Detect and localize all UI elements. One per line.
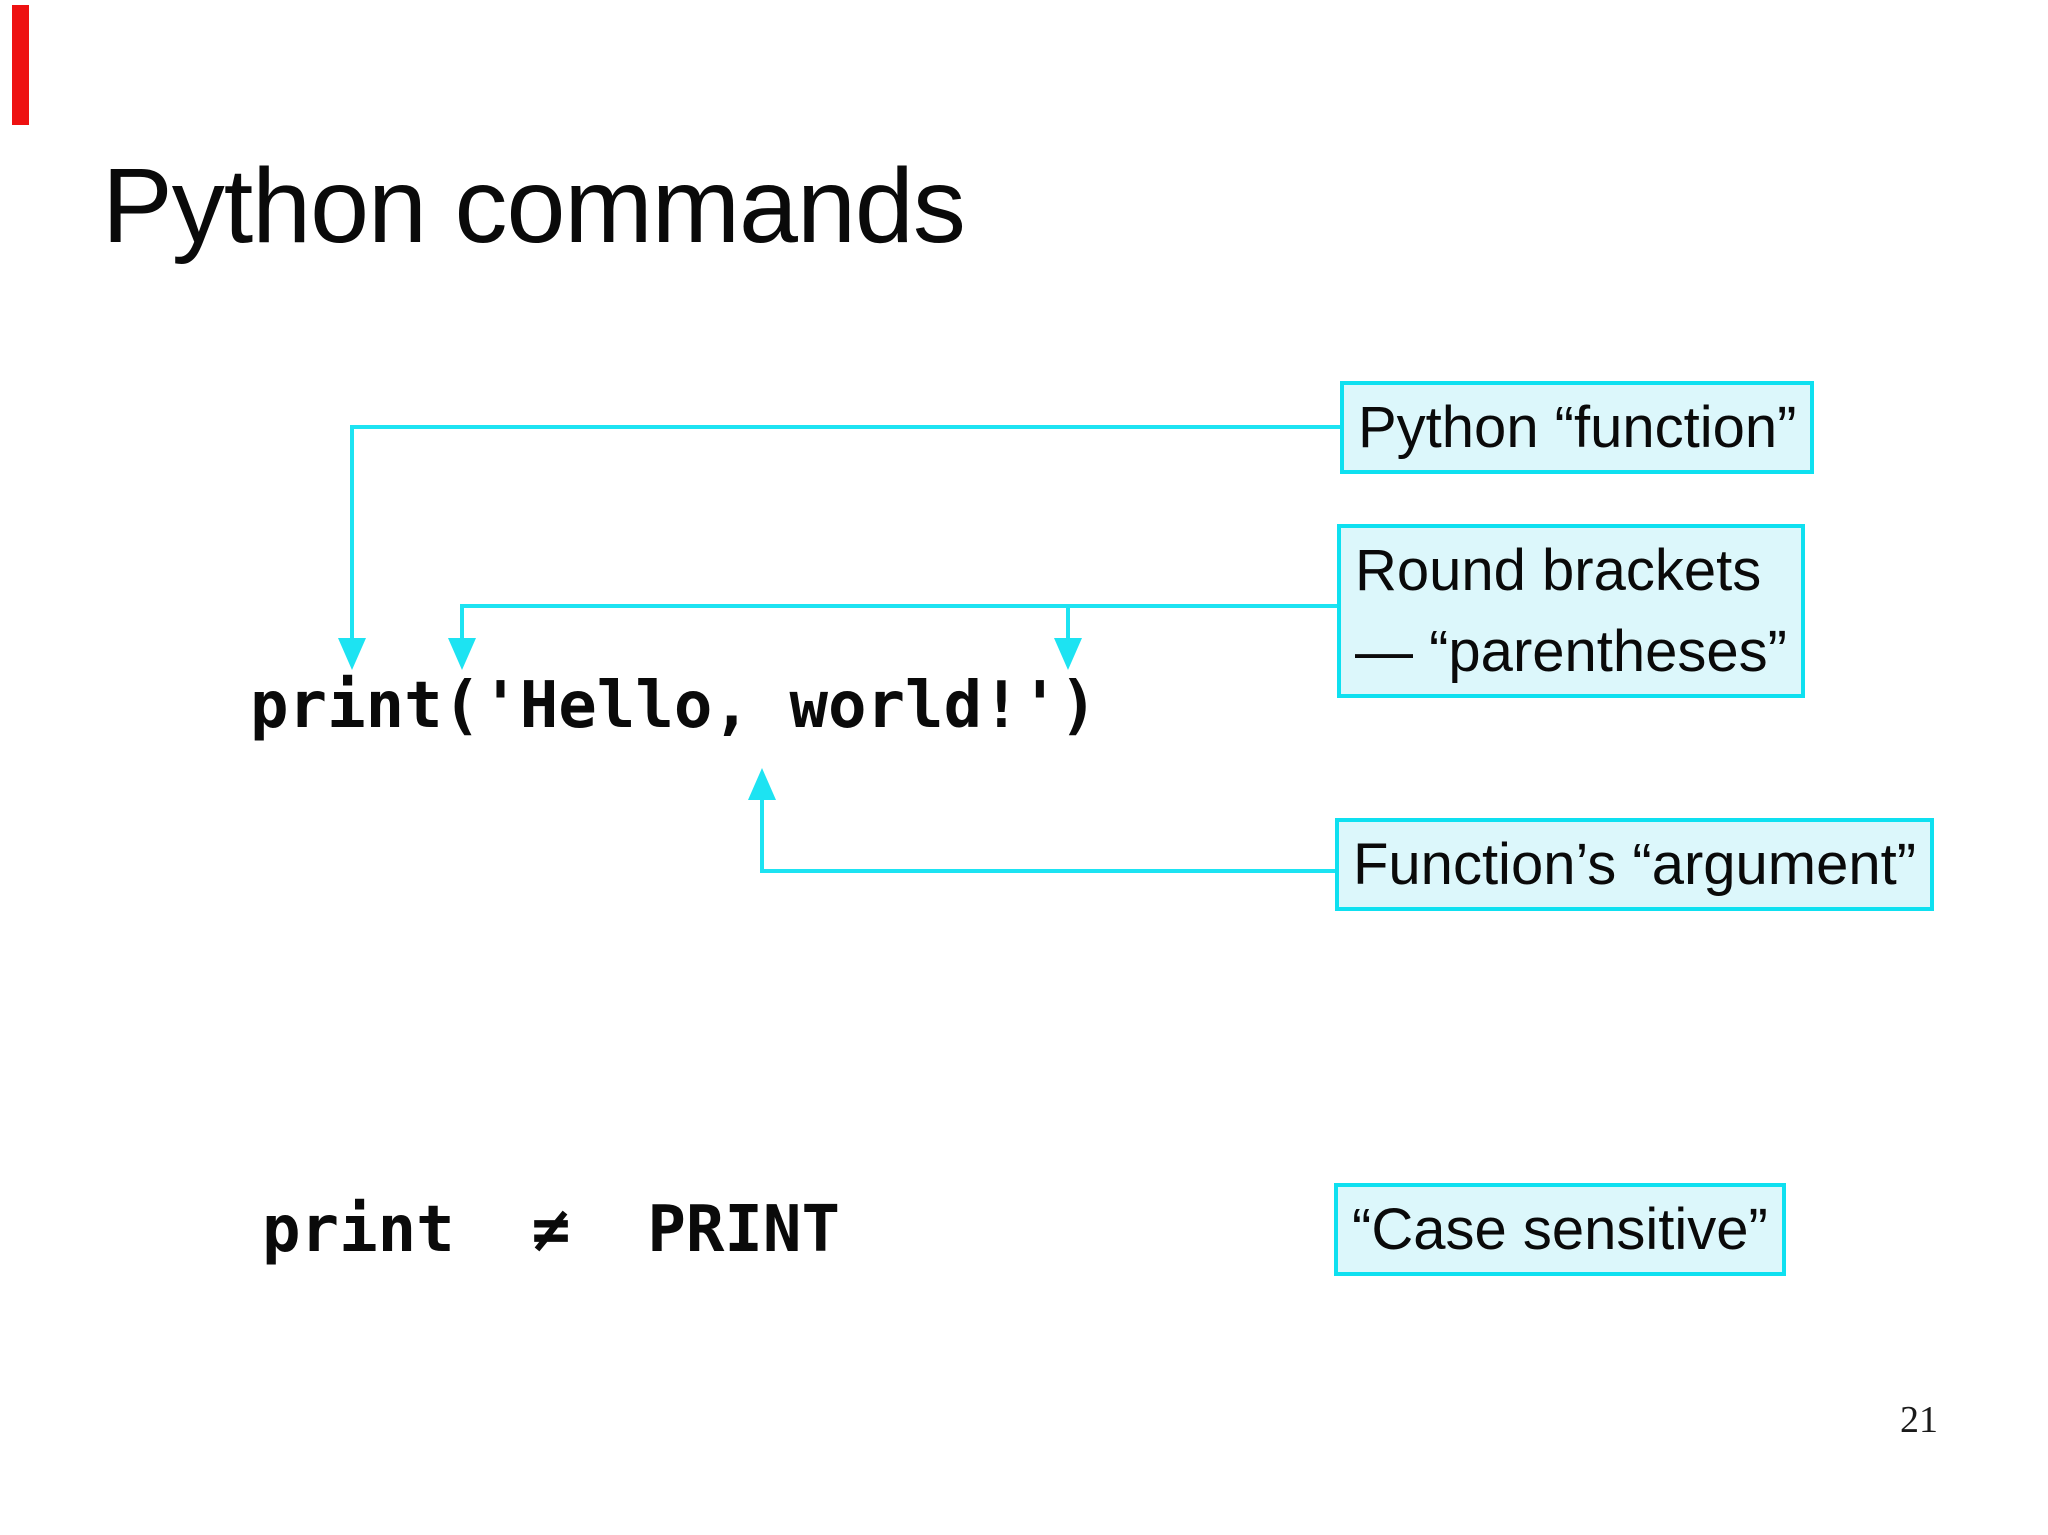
- arrow-brackets-right-head-icon: [1054, 638, 1082, 670]
- callout-python-function: Python “function”: [1340, 381, 1815, 475]
- arrow-function-vertical-line: [350, 425, 354, 640]
- arrow-brackets-horizontal-line: [460, 604, 1337, 608]
- arrow-argument-head-icon: [748, 768, 776, 800]
- callout-function-argument: Function’s “argument”: [1335, 818, 1935, 912]
- slide-title: Python commands: [102, 147, 966, 265]
- arrow-argument-vertical-line: [760, 798, 764, 873]
- callout-round-brackets-line2: — “parentheses”: [1355, 619, 1787, 685]
- callout-round-brackets: Round brackets — “parentheses”: [1337, 524, 1805, 699]
- arrow-brackets-right-vertical-line: [1066, 604, 1070, 638]
- arrow-argument-horizontal-line: [760, 869, 1335, 873]
- arrow-brackets-left-head-icon: [448, 638, 476, 670]
- arrow-function-horizontal-line: [350, 425, 1340, 429]
- code-line: print('Hello, world!'): [250, 669, 1098, 743]
- red-marker: [12, 5, 29, 125]
- comparison-line: print ≠ PRINT: [262, 1193, 840, 1267]
- callout-case-sensitive: “Case sensitive”: [1334, 1183, 1786, 1277]
- arrow-function-head-icon: [338, 638, 366, 670]
- page-number: 21: [1900, 1399, 1938, 1441]
- callout-round-brackets-line1: Round brackets: [1355, 538, 1762, 603]
- arrow-brackets-left-vertical-line: [460, 604, 464, 638]
